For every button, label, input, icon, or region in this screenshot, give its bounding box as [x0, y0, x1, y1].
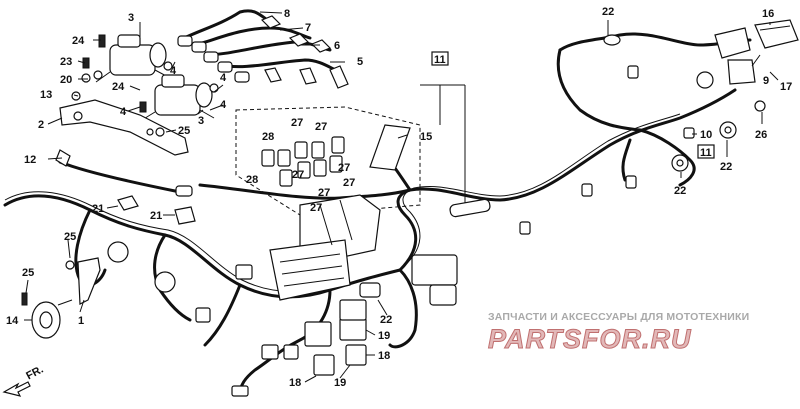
connector-cluster-mid	[195, 254, 458, 397]
clip-22-lower-right	[671, 154, 689, 172]
bolt-25-group	[21, 260, 75, 306]
callout-27-top-b: 27	[315, 121, 327, 133]
callout-6: 6	[334, 40, 340, 52]
callout-11-right: 11	[700, 147, 712, 159]
callout-4-upper: 4	[170, 65, 177, 77]
clip-22-right	[719, 121, 737, 139]
callout-25-upper: 25	[178, 125, 190, 137]
connector-10	[683, 127, 695, 139]
callout-27-lower-c: 27	[318, 187, 330, 199]
callout-27-lower-b: 27	[343, 177, 355, 189]
harness-sleeve	[449, 198, 491, 218]
callout-25-mid: 25	[64, 231, 76, 243]
component-21-upper	[117, 195, 139, 211]
coil-bracket	[59, 99, 189, 156]
ref-box-11-right	[697, 144, 715, 159]
callout-7: 7	[305, 22, 311, 34]
callout-26: 26	[755, 129, 767, 141]
ignition-coil-upper	[95, 34, 171, 83]
misc-connectors-right	[519, 65, 639, 235]
callout-11-top: 11	[434, 54, 446, 66]
callout-22-right: 22	[720, 161, 732, 173]
front-direction-arrow	[2, 381, 31, 397]
callout-3-upper: 3	[128, 12, 134, 24]
grommet-22-top	[603, 34, 621, 46]
watermark-tagline: ЗАПЧАСТИ И АКСЕССУАРЫ ДЛЯ МОТОТЕХНИКИ	[488, 311, 750, 323]
callout-27-lower-a: 27	[292, 169, 304, 181]
callout-2: 2	[38, 119, 44, 131]
callout-10: 10	[700, 129, 712, 141]
callout-15: 15	[420, 131, 432, 143]
callout-27-bottom: 27	[310, 202, 322, 214]
callout-14: 14	[6, 315, 19, 327]
leader-lines	[24, 11, 779, 383]
callout-labels: 3 24 4 23 20 13 24 4 8 7 6 5 2 4 3 4 25 …	[6, 6, 792, 389]
sensor-round-left	[107, 241, 176, 293]
connector-9	[696, 59, 756, 89]
ref-box-11-top	[431, 51, 449, 66]
callout-21-left: 21	[92, 203, 104, 215]
callout-21-mid: 21	[150, 210, 162, 222]
callout-23: 23	[60, 56, 72, 68]
callout-4-right-lower: 4	[220, 99, 227, 111]
bolt-group-left	[71, 34, 219, 137]
callout-22-top: 22	[602, 6, 614, 18]
relay-16-unit	[714, 27, 751, 59]
ignition-coil-lower	[141, 74, 215, 121]
callout-9: 9	[763, 75, 769, 87]
callout-17: 17	[780, 81, 792, 93]
horn-bracket-1	[77, 257, 101, 305]
callout-22-bottom: 22	[380, 314, 392, 326]
callout-5: 5	[357, 56, 363, 68]
watermark-logo: PARTSFOR.RU	[488, 324, 692, 355]
wire-harness-12	[55, 149, 193, 197]
callout-8: 8	[284, 8, 290, 20]
callout-12: 12	[24, 154, 36, 166]
callout-3-lower: 3	[198, 115, 204, 127]
callout-1: 1	[78, 315, 84, 327]
callout-24-upper: 24	[72, 35, 85, 47]
horn-14	[31, 299, 73, 339]
ref-11-bracket-top	[420, 84, 466, 210]
callout-4-right-upper: 4	[220, 72, 227, 84]
callout-19-right: 19	[378, 330, 390, 342]
starter-relay	[754, 19, 799, 49]
callout-25-lower: 25	[22, 267, 34, 279]
callout-28-lower: 28	[246, 174, 258, 186]
callout-4-mid: 4	[120, 106, 127, 118]
callout-20: 20	[60, 74, 72, 86]
spark-plug-leads	[177, 9, 349, 89]
callout-27-right: 27	[338, 162, 350, 174]
callout-28-top: 28	[262, 131, 274, 143]
callout-19-bottom: 19	[334, 377, 346, 389]
fuse-box	[269, 194, 381, 301]
callout-18-bottom: 18	[289, 377, 301, 389]
callout-24-lower: 24	[112, 81, 125, 93]
component-21-lower	[174, 206, 196, 225]
bolt-26	[754, 100, 766, 112]
callout-16: 16	[762, 8, 774, 20]
relay-group	[304, 299, 367, 376]
callout-27-top-a: 27	[291, 117, 303, 129]
fuse-detail-frame	[235, 106, 421, 216]
callout-13: 13	[40, 89, 52, 101]
callout-18-right: 18	[378, 350, 390, 362]
callout-22-lower-right: 22	[674, 185, 686, 197]
